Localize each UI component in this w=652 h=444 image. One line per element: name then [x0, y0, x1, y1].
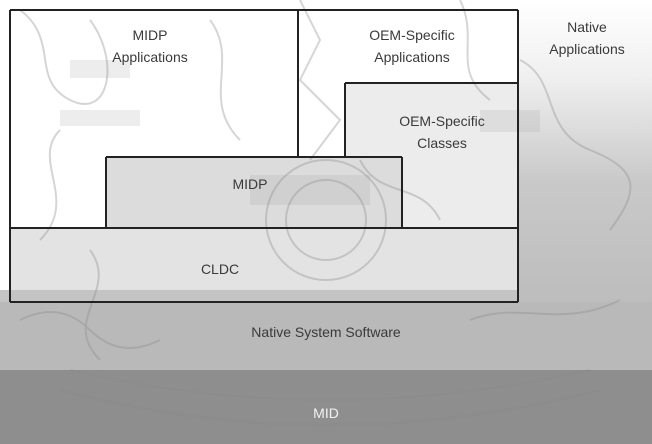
native-applications-label-line2: Applications — [524, 38, 650, 60]
native-system-software-label: Native System Software — [176, 321, 476, 343]
oem-specific-applications-label-line1: OEM-Specific — [322, 24, 502, 46]
midp-applications-label: MIDP Applications — [60, 24, 240, 68]
cldc-label: CLDC — [170, 258, 270, 280]
native-applications-label-line1: Native — [524, 16, 650, 38]
oem-specific-applications-label-line2: Applications — [322, 46, 502, 68]
midp-applications-label-line2: Applications — [60, 46, 240, 68]
oem-specific-classes-label-line2: Classes — [362, 132, 522, 154]
midp-applications-label-line1: MIDP — [60, 24, 240, 46]
oem-specific-classes-label: OEM-Specific Classes — [362, 110, 522, 154]
oem-specific-applications-label: OEM-Specific Applications — [322, 24, 502, 68]
native-applications-label: Native Applications — [524, 16, 650, 60]
oem-specific-classes-label-line1: OEM-Specific — [362, 110, 522, 132]
midp-label: MIDP — [180, 173, 320, 195]
mid-label: MID — [286, 402, 366, 424]
